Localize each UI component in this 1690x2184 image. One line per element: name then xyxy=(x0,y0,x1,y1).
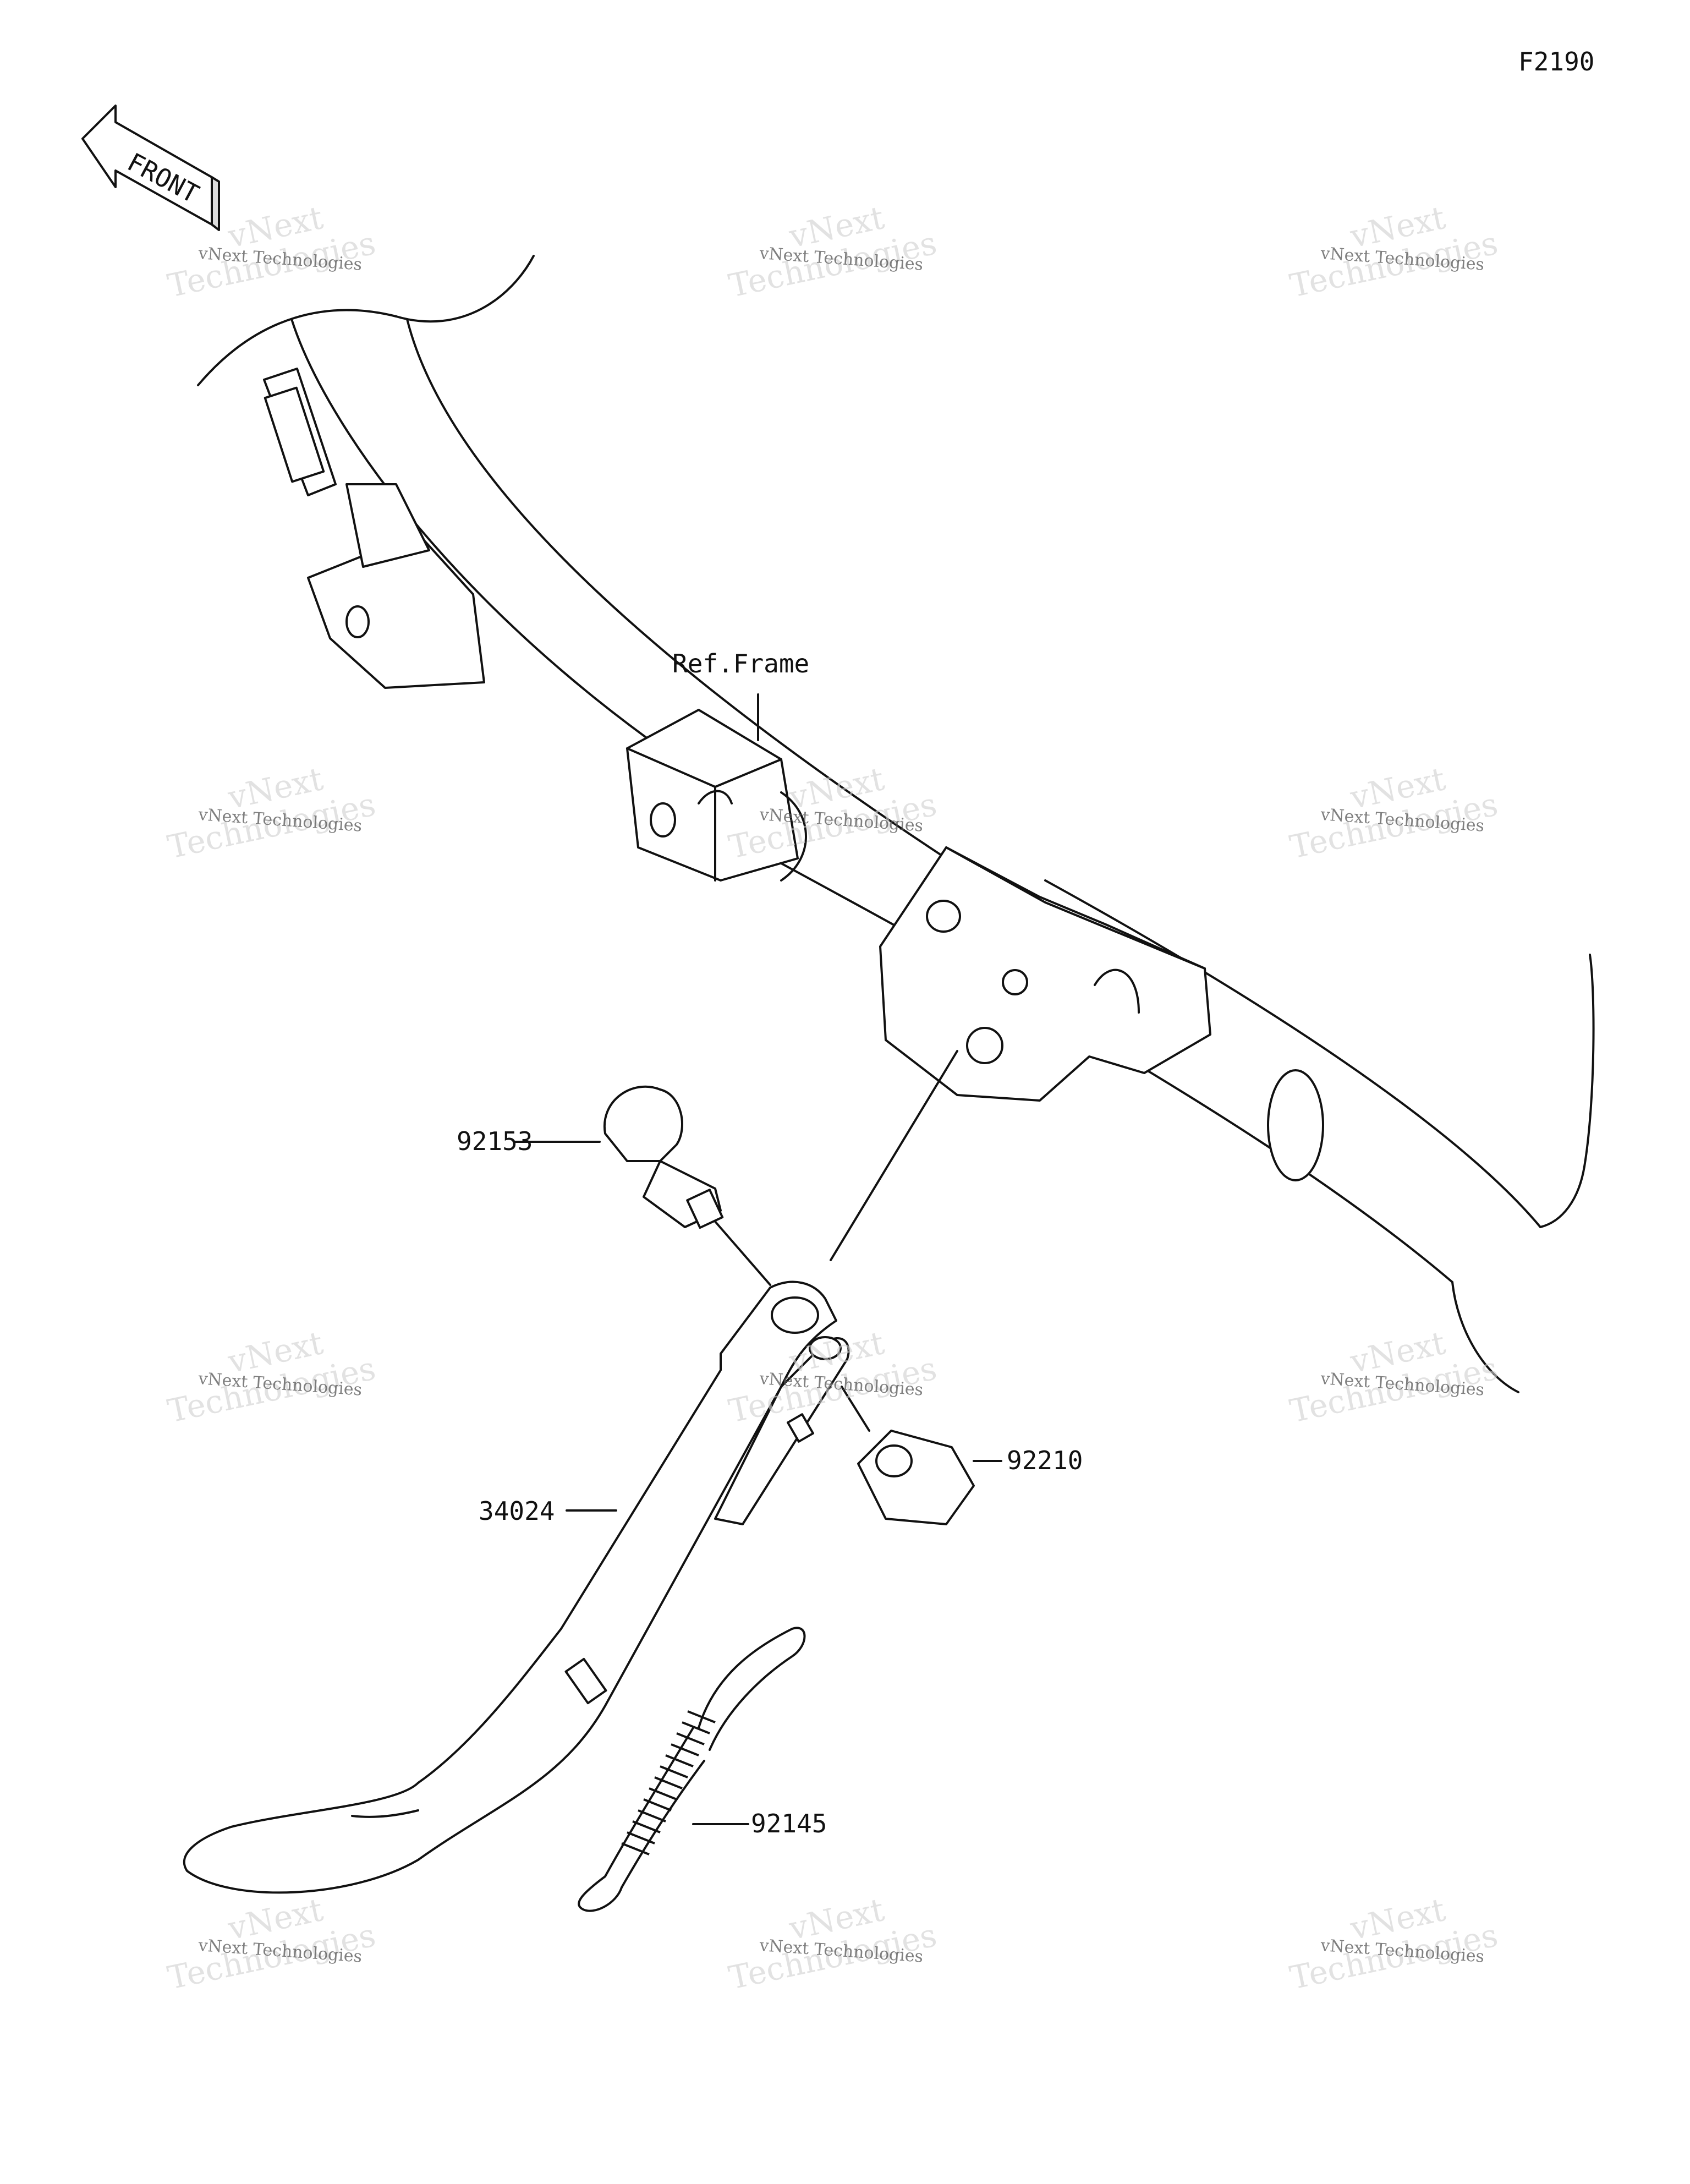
frame-outline xyxy=(197,255,1595,1393)
nut-92210 xyxy=(857,1430,975,1525)
front-arrow-icon: FRONT xyxy=(81,105,220,231)
bolt-92153 xyxy=(603,1085,724,1229)
spring-92145 xyxy=(578,1627,806,1912)
callout-bolt: 92153 xyxy=(457,1126,533,1156)
ref-frame-label: Ref.Frame xyxy=(672,649,809,678)
side-stand-34024 xyxy=(183,1280,850,1894)
bolt-leader-line xyxy=(714,1220,771,1286)
callout-spring: 92145 xyxy=(751,1809,827,1838)
upper-bracket xyxy=(263,368,485,689)
nut-leader-line xyxy=(841,1386,870,1432)
frame-bracket xyxy=(626,709,807,882)
figure-code: F2190 xyxy=(1518,47,1594,76)
callout-stand: 34024 xyxy=(479,1496,555,1526)
callout-nut: 92210 xyxy=(1007,1446,1083,1475)
pivot-leader-line xyxy=(830,1050,958,1261)
stand-mount-plate xyxy=(879,846,1324,1181)
